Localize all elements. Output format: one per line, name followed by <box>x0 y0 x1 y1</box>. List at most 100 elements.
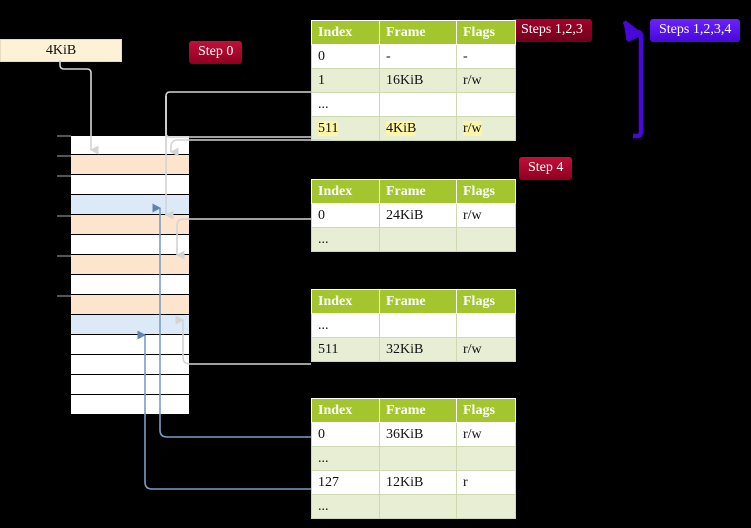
memory-tick-mark <box>57 255 71 257</box>
cell-frame <box>379 494 457 519</box>
highlighted-value: r/w <box>463 120 482 136</box>
badge-step-4: Step 4 <box>519 157 573 180</box>
cell-index: ... <box>311 92 380 117</box>
highlighted-value: 4KiB <box>386 120 417 136</box>
cell-flags: r/w <box>456 68 516 93</box>
cell-index: ... <box>311 446 380 471</box>
cell-index: 127 <box>311 470 380 495</box>
column-header-index: Index <box>311 179 380 204</box>
table-row: ... <box>311 227 516 252</box>
cell-index: 511 <box>311 337 380 362</box>
connector-l4-511-to-l3 <box>165 91 311 138</box>
column-header-index: Index <box>311 289 380 314</box>
cell-index: 511 <box>311 116 380 141</box>
memory-frame-row <box>71 255 190 275</box>
column-header-flags: Flags <box>456 179 516 204</box>
memory-frame-row <box>71 275 190 295</box>
connector-l2-511-to-memory <box>175 315 311 365</box>
highlighted-value: 511 <box>318 120 339 136</box>
cell-index: ... <box>311 313 380 338</box>
memory-frame-row <box>71 395 190 415</box>
column-header-frame: Frame <box>379 179 457 204</box>
table-row: ... <box>311 92 516 117</box>
memory-frame-row <box>71 315 190 335</box>
table-row: 0-- <box>311 44 516 69</box>
badge-step-4-label: Step 4 <box>528 160 564 175</box>
cell-flags: r/w <box>456 337 516 362</box>
cell-frame: 24KiB <box>379 203 457 228</box>
column-header-frame: Frame <box>379 20 457 45</box>
memory-tick-mark <box>57 295 71 297</box>
violet-flow-line <box>630 29 644 139</box>
cell-frame: 12KiB <box>379 470 457 495</box>
memory-tick-mark <box>57 155 71 157</box>
cell-frame: 32KiB <box>379 337 457 362</box>
cell-flags <box>456 92 516 117</box>
source-frame-label: 4KiB <box>45 43 77 58</box>
cell-index: 0 <box>311 44 380 69</box>
violet-arrow-head-lower <box>626 31 641 43</box>
cell-index: ... <box>311 227 380 252</box>
physical-memory-column <box>57 135 190 416</box>
memory-frame-row <box>71 195 190 215</box>
badge-steps-1-2-3-label: Steps 1,2,3 <box>521 22 583 37</box>
column-header-index: Index <box>311 398 380 423</box>
memory-frame-row <box>71 335 190 355</box>
cell-frame: 36KiB <box>379 422 457 447</box>
cell-flags: r/w <box>456 116 516 141</box>
memory-tick-mark <box>57 215 71 217</box>
memory-frame-row <box>71 215 190 235</box>
table-row: ... <box>311 446 516 471</box>
memory-tick-mark <box>57 175 71 177</box>
cell-flags: r/w <box>456 422 516 447</box>
memory-frame-row <box>71 175 190 195</box>
table-row: 511 4KiB r/w <box>311 116 516 141</box>
memory-frame-row <box>71 135 190 155</box>
cell-flags: r/w <box>456 203 516 228</box>
memory-frame-row <box>71 155 190 175</box>
memory-frame-row <box>71 235 190 255</box>
cell-flags: - <box>456 44 516 69</box>
table-row: ... <box>311 313 516 338</box>
memory-frame-row <box>71 295 190 315</box>
cell-frame: - <box>379 44 457 69</box>
cell-frame <box>379 446 457 471</box>
memory-tick-mark <box>57 135 71 137</box>
badge-steps-1-2-3-4: Steps 1,2,3,4 <box>650 19 741 42</box>
cell-index: ... <box>311 494 380 519</box>
connector-into-memory-row2 <box>170 139 330 157</box>
column-header-flags: Flags <box>456 20 516 45</box>
column-header-index: Index <box>311 20 380 45</box>
violet-arrow-head <box>623 20 643 41</box>
cell-index: 0 <box>311 422 380 447</box>
memory-frame-row <box>71 375 190 395</box>
cell-flags <box>456 494 516 519</box>
badge-step-0: Step 0 <box>189 41 243 64</box>
cell-frame <box>379 92 457 117</box>
badge-steps-1-2-3-4-label: Steps 1,2,3,4 <box>659 22 732 37</box>
connector-l3-row0-to-memory <box>176 218 311 260</box>
column-header-flags: Flags <box>456 289 516 314</box>
column-header-frame: Frame <box>379 289 457 314</box>
cell-flags: r <box>456 470 516 495</box>
cell-frame <box>379 313 457 338</box>
cell-index: 1 <box>311 68 380 93</box>
column-header-flags: Flags <box>456 398 516 423</box>
cell-flags <box>456 227 516 252</box>
column-header-frame: Frame <box>379 398 457 423</box>
cell-index: 0 <box>311 203 380 228</box>
violet-arrow-head-upper <box>622 20 642 36</box>
badge-steps-1-2-3: Steps 1,2,3 <box>512 19 592 42</box>
cell-frame: 16KiB <box>379 68 457 93</box>
badge-step-0-label: Step 0 <box>198 44 234 59</box>
